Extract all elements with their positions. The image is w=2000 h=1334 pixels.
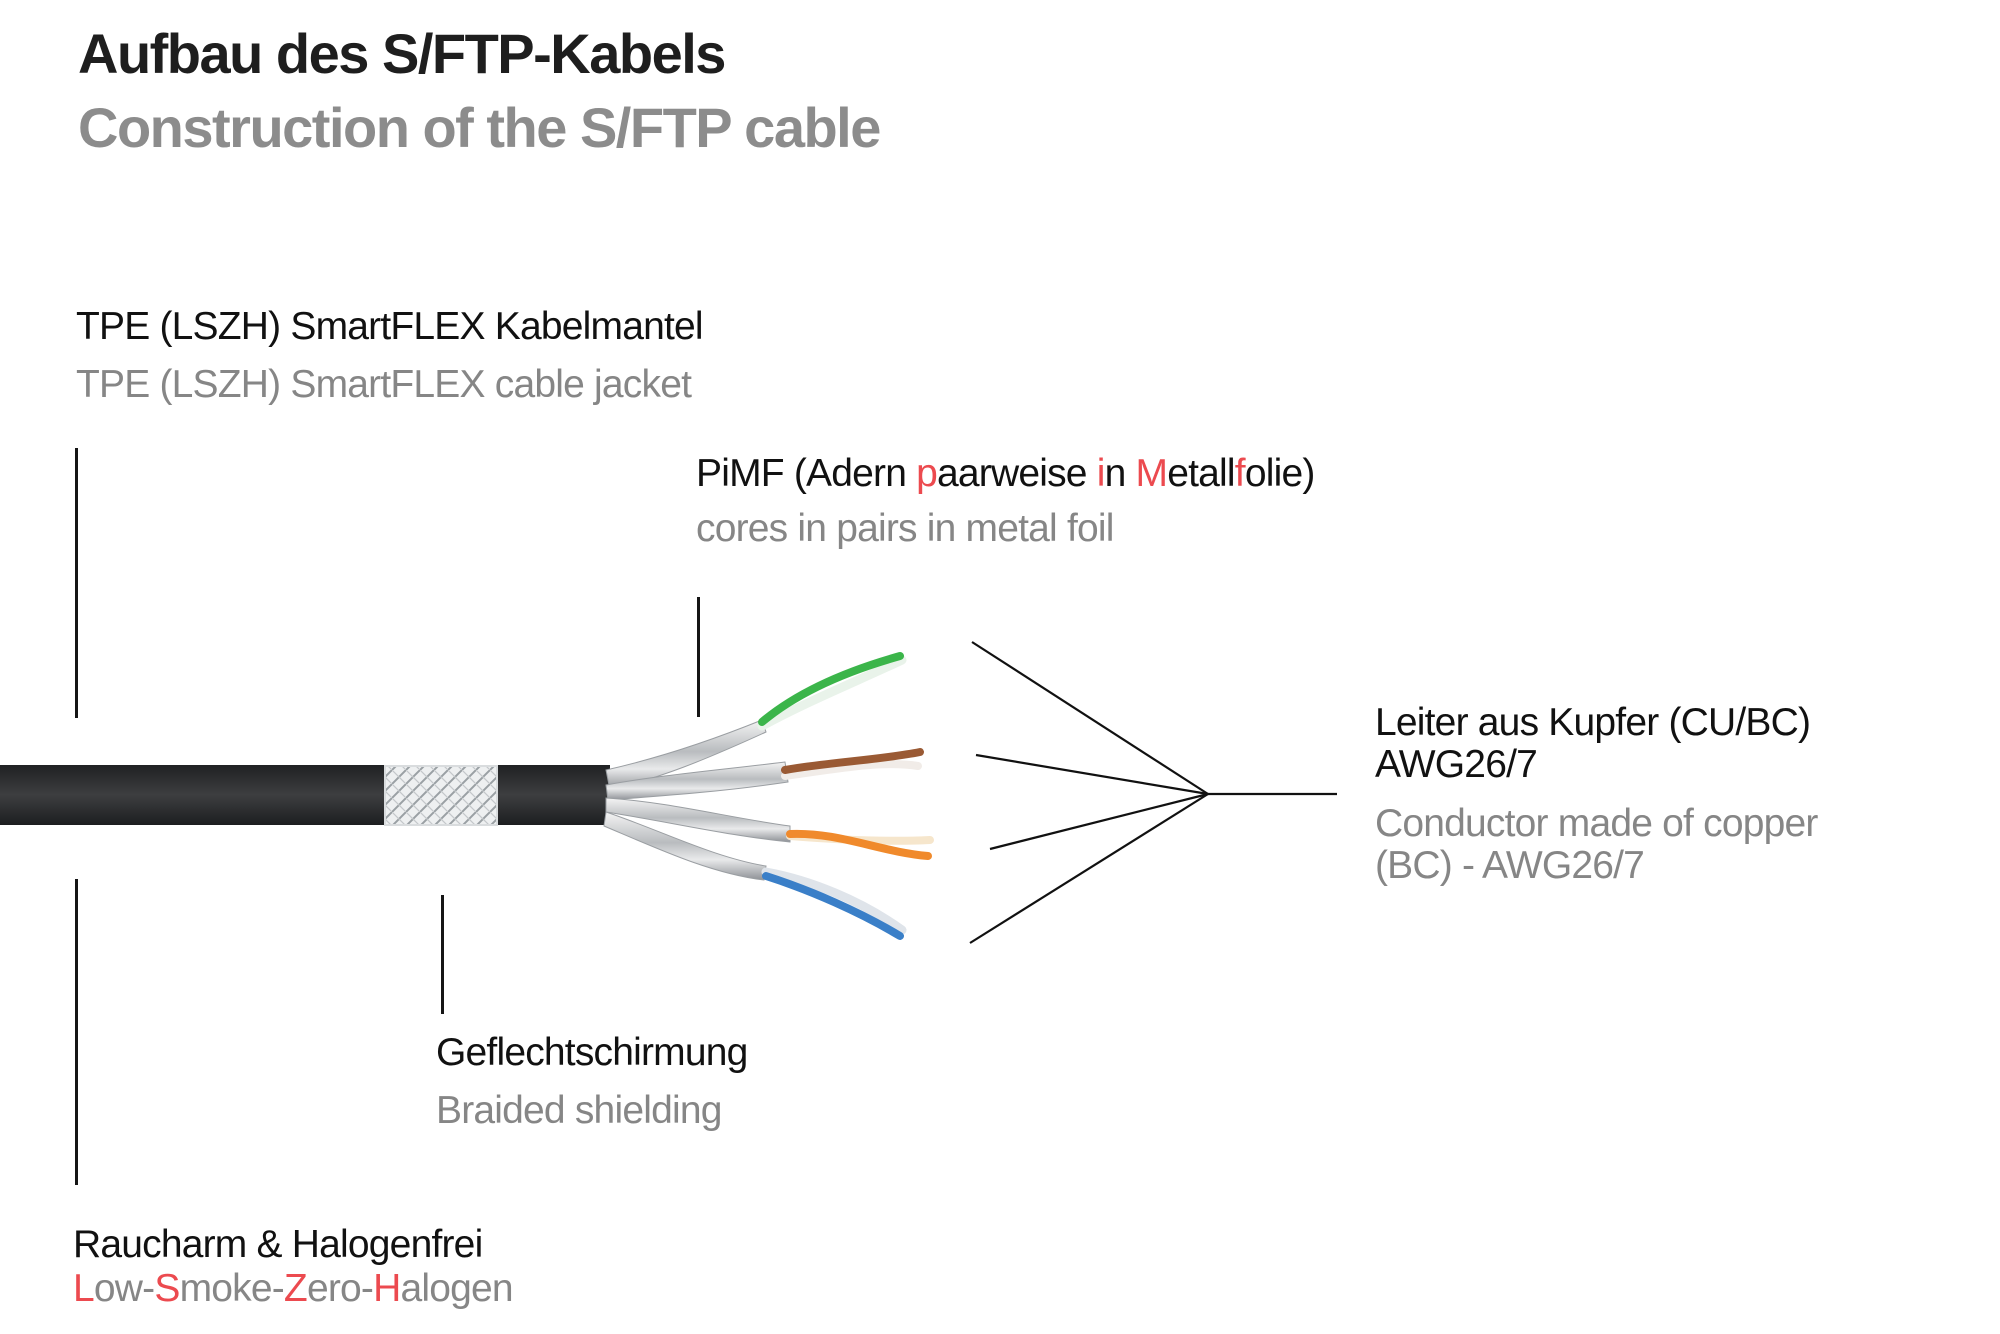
braid-label-de: Geflechtschirmung (436, 1031, 748, 1074)
pimf-label-de: PiMF (Adern paarweise in Metallfolie) (696, 451, 1315, 497)
pimf-leader-line (697, 597, 700, 717)
lszh-leader-line (75, 879, 78, 1185)
jacket-label-en: TPE (LSZH) SmartFLEX cable jacket (76, 363, 692, 406)
lszh-highlight: S (154, 1267, 180, 1310)
pimf-part: etall (1167, 452, 1235, 495)
wire-pair-green (757, 652, 907, 731)
pimf-part: PiMF (Adern (696, 452, 917, 495)
conductor-label-de-line1: Leiter aus Kupfer (CU/BC) (1375, 701, 1811, 744)
pimf-highlight: f (1234, 452, 1246, 495)
pimf-highlight: i (1096, 452, 1106, 495)
lszh-highlight: L (73, 1267, 95, 1310)
lszh-highlight: Z (283, 1267, 308, 1310)
pimf-label-en: cores in pairs in metal foil (696, 507, 1114, 550)
braid-leader-line (441, 895, 444, 1014)
lszh-part: ero- (306, 1267, 374, 1310)
lszh-part: ow- (93, 1267, 155, 1310)
pimf-part: olie) (1244, 452, 1315, 495)
pimf-highlight: p (916, 452, 938, 495)
wire-pair-orange (786, 829, 934, 860)
conductor-leader-lines (969, 641, 1337, 944)
pimf-part: aarweise (937, 452, 1097, 495)
lszh-part: moke- (179, 1267, 285, 1310)
page-subtitle: Construction of the S/FTP cable (78, 96, 881, 159)
lszh-part: alogen (400, 1267, 513, 1310)
conductor-label-en-line2: (BC) - AWG26/7 (1375, 844, 1645, 887)
pimf-part: n (1104, 452, 1136, 495)
lszh-highlight: H (373, 1267, 401, 1310)
wire-pair-brown (781, 748, 924, 780)
jacket-leader-line (75, 448, 78, 718)
braid-label-en: Braided shielding (436, 1089, 722, 1132)
jacket-label-de: TPE (LSZH) SmartFLEX Kabelmantel (76, 305, 704, 348)
pimf-highlight: M (1135, 452, 1168, 495)
lszh-label-en: Low-Smoke-Zero-Halogen (73, 1266, 514, 1312)
lszh-label-de: Raucharm & Halogenfrei (73, 1223, 483, 1266)
page-title: Aufbau des S/FTP-Kabels (78, 22, 726, 85)
cable-jacket (0, 765, 610, 825)
conductor-label-de-line2: AWG26/7 (1375, 743, 1538, 786)
conductor-label-en-line1: Conductor made of copper (1375, 802, 1818, 845)
foil-pairs (603, 719, 791, 881)
wire-pair-blue (761, 867, 907, 940)
braided-shield (384, 765, 498, 826)
